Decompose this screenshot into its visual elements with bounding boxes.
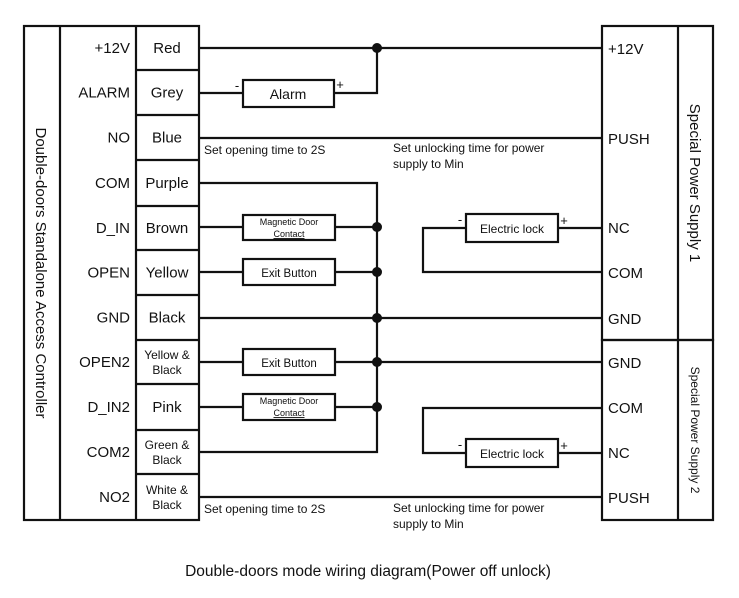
wire-color-label: Yellow & [144, 348, 190, 362]
supply1-terminal-com: COM [608, 265, 643, 282]
electric-lock-box-1 [464, 212, 560, 244]
controller-terminal-label: OPEN2 [79, 354, 130, 371]
supply2-title: Special Power Supply 2 [688, 367, 702, 494]
junction-dot [372, 357, 382, 367]
note-opening-time-2: Set opening time to 2S [204, 502, 325, 516]
magnetic-contact-label-1-line2: Contact [273, 229, 305, 239]
note-opening-time-1: Set opening time to 2S [204, 143, 325, 157]
electric-lock-box-2 [464, 437, 560, 469]
supply2-terminal-push: PUSH [608, 490, 650, 507]
magnetic-contact-label-2-line1: Magnetic Door [260, 396, 319, 406]
supply1-terminal-push: PUSH [608, 131, 650, 148]
wire-color-label: Black [152, 453, 182, 467]
supply2-terminal-gnd: GND [608, 355, 642, 372]
magnetic-contact-label-1-line1: Magnetic Door [260, 217, 319, 227]
junction-dot [372, 267, 382, 277]
wire-color-label: Purple [145, 175, 188, 192]
junction-dot [372, 43, 382, 53]
exit-button-label-2: Exit Button [261, 358, 317, 370]
supply1-terminal-gnd: GND [608, 311, 642, 328]
alarm-minus: - [235, 78, 239, 93]
note-unlocking-time-1-line2: supply to Min [393, 157, 464, 171]
diagram-caption: Double-doors mode wiring diagram(Power o… [185, 563, 551, 580]
controller-terminal-label: D_IN [96, 220, 130, 237]
wire-color-label: Grey [151, 85, 184, 102]
electric-lock-minus-1: - [458, 212, 462, 227]
magnetic-contact-label-2-line2: Contact [273, 408, 305, 418]
alarm-plus: + [336, 77, 344, 92]
junction-dot [372, 313, 382, 323]
lock1-loop [421, 226, 602, 274]
magnetic-contact-box-1 [241, 213, 337, 242]
controller-terminal-label: D_IN2 [87, 399, 130, 416]
electric-lock-minus-2: - [458, 437, 462, 452]
wire-green-black-bus [199, 362, 379, 454]
magnetic-contact-box-2 [241, 392, 337, 422]
supply2-box [600, 338, 715, 522]
controller-terminal-label: NO2 [99, 489, 130, 506]
controller-terminal-label: OPEN [87, 265, 130, 282]
electric-lock-plus-1: + [560, 213, 568, 228]
lock2-loop [421, 406, 602, 455]
wire-alarm-plus [334, 48, 379, 95]
note-unlocking-time-2-line2: supply to Min [393, 517, 464, 531]
wire-color-label: White & [146, 483, 188, 497]
wire-purple-bus [199, 181, 379, 362]
supply1-terminal-12v: +12V [608, 41, 643, 58]
wire-color-label: Black [152, 498, 182, 512]
exit-button-label-1: Exit Button [261, 268, 317, 280]
controller-terminal-label: ALARM [78, 85, 130, 102]
wire-color-label: Brown [146, 220, 189, 237]
wire-color-label: Black [152, 363, 182, 377]
supply1-title: Special Power Supply 1 [686, 104, 703, 262]
controller-terminal-label: +12V [95, 40, 130, 57]
exit-button-box-2 [241, 347, 337, 377]
controller-terminal-label: COM2 [87, 444, 130, 461]
note-unlocking-time-2-line1: Set unlocking time for power [393, 501, 544, 515]
controller-terminal-label: NO [108, 130, 131, 147]
junction-dot [372, 402, 382, 412]
controller-title: Double-doors Standalone Access Controlle… [32, 128, 49, 419]
supply2-terminal-com: COM [608, 400, 643, 417]
note-unlocking-time-1-line1: Set unlocking time for power [393, 141, 544, 155]
wire-color-label: Pink [152, 399, 182, 416]
wire-color-label: Black [149, 310, 186, 327]
wire-color-label: Yellow [146, 265, 189, 282]
alarm-box [241, 78, 336, 109]
alarm-label: Alarm [270, 86, 307, 102]
controller-terminal-label: GND [97, 310, 131, 327]
electric-lock-plus-2: + [560, 438, 568, 453]
wire-color-label: Red [153, 40, 181, 57]
electric-lock-label-1: Electric lock [480, 222, 545, 236]
exit-button-box-1 [241, 257, 337, 287]
junction-dot [372, 222, 382, 232]
wire-color-label: Green & [145, 438, 190, 452]
wire-color-label: Blue [152, 130, 182, 147]
electric-lock-label-2: Electric lock [480, 447, 545, 461]
supply1-terminal-nc: NC [608, 220, 630, 237]
controller-terminal-label: COM [95, 175, 130, 192]
supply2-terminal-nc: NC [608, 445, 630, 462]
